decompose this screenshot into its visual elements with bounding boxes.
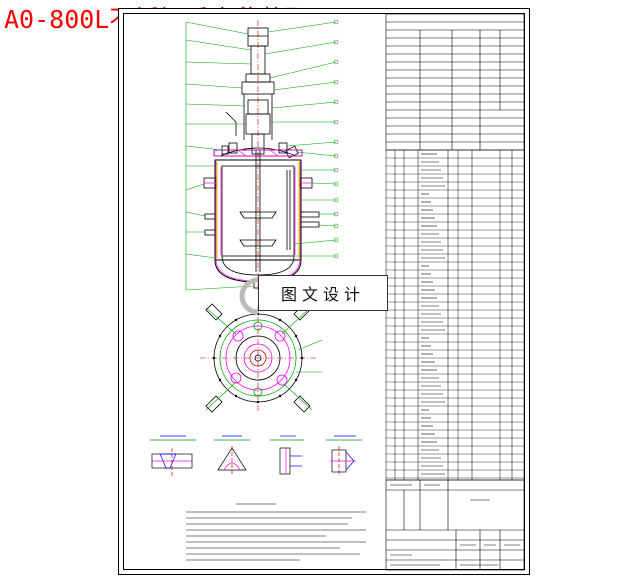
technical-notes [186, 503, 366, 561]
vessel-plan-view [200, 303, 323, 413]
spec-table [385, 13, 525, 151]
parts-table-text [421, 153, 445, 475]
title-block [385, 479, 525, 571]
detail-sections [150, 435, 362, 476]
callout-numbers [333, 19, 339, 259]
title-block-ink [390, 484, 520, 566]
section-hatching [204, 149, 312, 282]
watermark-logo [239, 277, 259, 315]
highlight-strips [216, 162, 300, 258]
parts-table-rows [386, 157, 524, 479]
parts-table [385, 149, 525, 481]
watermark-banner: 图文设计 [258, 275, 388, 311]
